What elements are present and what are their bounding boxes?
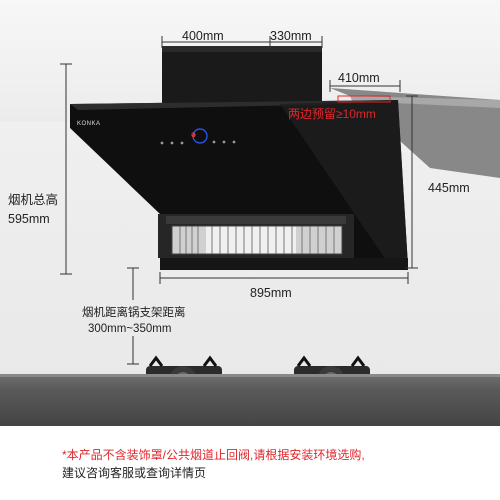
brand-mark: KONKA	[77, 121, 101, 127]
duct-cover	[162, 46, 322, 104]
duct-width-label: 400mm	[182, 29, 224, 43]
cabinet-shelf-edge	[350, 96, 500, 108]
intake-top-bar	[166, 216, 346, 224]
hood-glass-sheen	[70, 100, 398, 110]
hood-width-label: 895mm	[250, 286, 292, 300]
countertop-edge	[0, 374, 500, 377]
duct-cover-top	[162, 46, 322, 52]
top-depth-label: 410mm	[338, 71, 380, 85]
footnote-line2: 建议咨询客服或查询详情页	[62, 466, 207, 480]
footnote: *本产品不含装饰罩/公共烟道止回阀,请根据安装环境选购, 建议咨询客服或查询详情…	[62, 446, 462, 482]
display-ring	[192, 128, 208, 144]
footnote-line1: *本产品不含装饰罩/公共烟道止回阀,请根据安装环境选购,	[62, 448, 365, 462]
hood-height-label: 445mm	[428, 181, 470, 195]
control-display: ǝ	[191, 130, 196, 139]
clearance-marker	[337, 95, 391, 103]
side-clearance-label: 两边预留≥10mm	[288, 107, 376, 121]
total-height-label: 烟机总高	[8, 193, 59, 207]
intake-grille	[171, 225, 343, 255]
countertop	[0, 374, 500, 426]
duct-depth-label: 330mm	[270, 29, 312, 43]
dimension-lines	[60, 36, 418, 365]
hood-bottom-lip	[160, 258, 408, 270]
hood-side-reflection	[280, 100, 408, 266]
control-buttons	[160, 140, 236, 145]
stove-distance-value: 300mm~350mm	[88, 323, 172, 335]
total-height-value: 595mm	[8, 212, 50, 226]
stove-distance-label: 烟机距离锅支架距离	[82, 307, 186, 319]
